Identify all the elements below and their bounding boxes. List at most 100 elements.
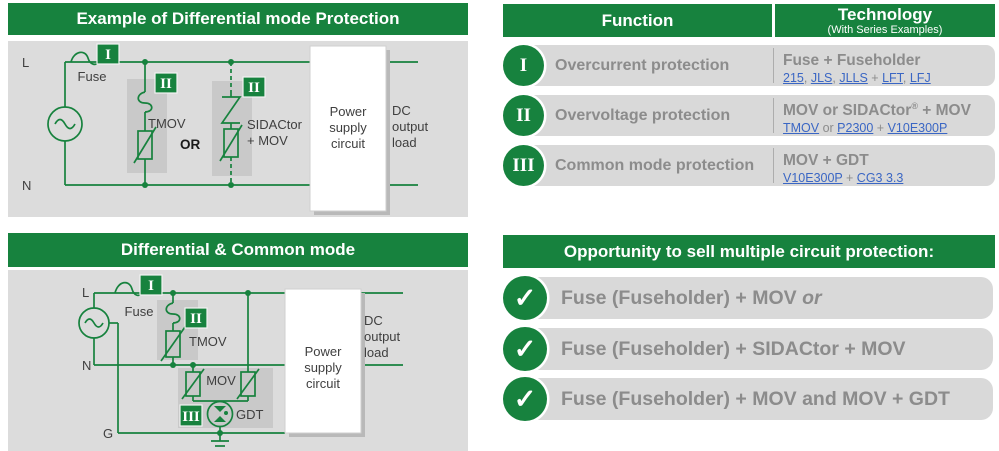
tech-links: V10E300P + CG3 3.3: [783, 170, 993, 186]
row-pill: [509, 95, 995, 136]
technology-cell: Fuse + Fuseholder 215, JLS, JLLS + LFT, …: [783, 47, 993, 86]
svg-text:III: III: [182, 409, 200, 425]
svg-text:I: I: [148, 278, 154, 294]
link-sep: +: [842, 171, 857, 186]
table-row-overvoltage: II Overvoltage protection MOV or SIDACto…: [503, 95, 995, 136]
column-divider: [773, 148, 774, 183]
power-label-2: supply: [329, 120, 367, 135]
technology-cell: MOV or SIDACtor® + MOV TMOV or P2300 + V…: [783, 97, 993, 136]
label-l: L: [82, 285, 89, 300]
label-l: L: [22, 55, 29, 70]
technology-subtitle: (With Series Examples): [827, 24, 943, 36]
link-215[interactable]: 215: [783, 71, 804, 86]
pill-background: [512, 378, 993, 420]
technology-title: Technology: [837, 5, 933, 24]
power-label-3: circuit: [306, 376, 340, 391]
opportunity-text-main: Fuse (Fuseholder) + MOV: [561, 286, 803, 309]
opportunity-item-3: ✓ Fuse (Fuseholder) + MOV and MOV + GDT: [503, 377, 995, 421]
tech-title: MOV or SIDACtor® + MOV: [783, 97, 993, 120]
table-header-technology: Technology (With Series Examples): [775, 4, 995, 37]
common-panel-title: Differential & Common mode: [8, 233, 468, 267]
badge-overcurrent: I: [139, 274, 163, 296]
link-cg3-3-3[interactable]: CG3 3.3: [856, 171, 904, 186]
line-g: [109, 322, 285, 434]
mov-gdt-network: [181, 290, 260, 447]
tech-title-text: MOV + GDT: [783, 152, 869, 170]
column-divider: [773, 48, 774, 83]
ac-source-symbol: [78, 307, 110, 339]
row-pill: [509, 145, 995, 186]
power-supply-box: Power supply circuit: [309, 45, 390, 215]
power-label-2: supply: [304, 360, 342, 375]
function-label: Overcurrent protection: [555, 56, 730, 74]
svg-text:II: II: [160, 76, 172, 92]
tmov-branch: [160, 290, 186, 368]
label-mov: MOV: [206, 373, 236, 388]
badge-sidactor: II: [242, 76, 266, 98]
tech-links: TMOV or P2300 + V10E300P: [783, 120, 993, 136]
opportunity-text: Fuse (Fuseholder) + MOV or: [561, 277, 822, 319]
label-dc-2: output: [364, 329, 401, 344]
link-p2300[interactable]: P2300: [837, 121, 874, 136]
sidactor-branch: [219, 59, 243, 188]
link-v10e300p[interactable]: V10E300P: [887, 121, 948, 136]
badge-tmov: II: [154, 72, 178, 94]
table-header-function: Function: [503, 4, 772, 37]
link-lft[interactable]: LFT: [882, 71, 903, 86]
opportunity-text: Fuse (Fuseholder) + SIDACtor + MOV: [561, 328, 906, 370]
column-divider: [773, 98, 774, 133]
label-fuse: Fuse: [125, 304, 154, 319]
link-sep: ,: [832, 71, 840, 86]
diff-circuit-diagram: I II II Power supply circuit L N Fuse: [22, 43, 429, 215]
opportunity-item-2: ✓ Fuse (Fuseholder) + SIDACtor + MOV: [503, 327, 995, 371]
tech-links: 215, JLS, JLLS + LFT, LFJ: [783, 70, 993, 86]
label-dc-3: load: [364, 345, 389, 360]
opportunity-text-italic: or: [802, 286, 822, 309]
link-sep: ,: [902, 71, 910, 86]
label-tmov: TMOV: [189, 334, 227, 349]
fuse-symbol: [114, 281, 143, 297]
link-jlls[interactable]: JLLS: [839, 71, 868, 86]
tmov-shade-box: [127, 79, 167, 173]
link-sep: or: [819, 121, 838, 136]
numeral-badge-i: I: [503, 45, 544, 86]
label-or: OR: [180, 137, 201, 152]
numeral-badge-iii: III: [503, 145, 544, 186]
label-sidactor-2: + MOV: [247, 133, 288, 148]
pill-background: [512, 277, 993, 319]
badge-overcurrent: I: [96, 43, 120, 65]
link-sep: +: [873, 121, 888, 136]
link-jls[interactable]: JLS: [810, 71, 833, 86]
power-label-1: Power: [330, 104, 368, 119]
power-supply-box: Power supply circuit: [284, 288, 365, 437]
link-v10e300p[interactable]: V10E300P: [783, 171, 843, 186]
label-tmov: TMOV: [148, 116, 186, 131]
link-sep: +: [867, 71, 883, 86]
label-dc-1: DC: [364, 313, 383, 328]
link-tmov[interactable]: TMOV: [783, 121, 820, 136]
opportunity-title: Opportunity to sell multiple circuit pro…: [503, 235, 995, 268]
power-label-3: circuit: [331, 136, 365, 151]
check-icon: ✓: [503, 276, 547, 320]
fuse-symbol: [70, 51, 100, 66]
badge-gdt: III: [179, 404, 203, 427]
tmov-branch: [133, 59, 157, 188]
numeral-badge-ii: II: [503, 95, 544, 136]
label-sidactor-1: SIDACtor: [247, 117, 303, 132]
tech-title-text2: + MOV: [917, 102, 971, 120]
svg-text:II: II: [248, 80, 260, 96]
svg-text:I: I: [105, 47, 111, 63]
link-lfj[interactable]: LFJ: [909, 71, 931, 86]
common-panel-body: I II III Power supply circuit L N G F: [8, 270, 468, 451]
tech-title: MOV + GDT: [783, 147, 993, 170]
label-n: N: [82, 358, 91, 373]
badge-tmov: II: [184, 307, 208, 329]
table-row-overcurrent: I Overcurrent protection Fuse + Fusehold…: [503, 45, 995, 86]
label-dc-2: output: [392, 119, 429, 134]
opportunity-text-main: Fuse (Fuseholder) + SIDACtor + MOV: [561, 337, 906, 360]
label-gdt: GDT: [236, 407, 264, 422]
check-icon: ✓: [503, 377, 547, 421]
tech-title-text: MOV or SIDACtor: [783, 102, 912, 120]
label-n: N: [22, 178, 31, 193]
